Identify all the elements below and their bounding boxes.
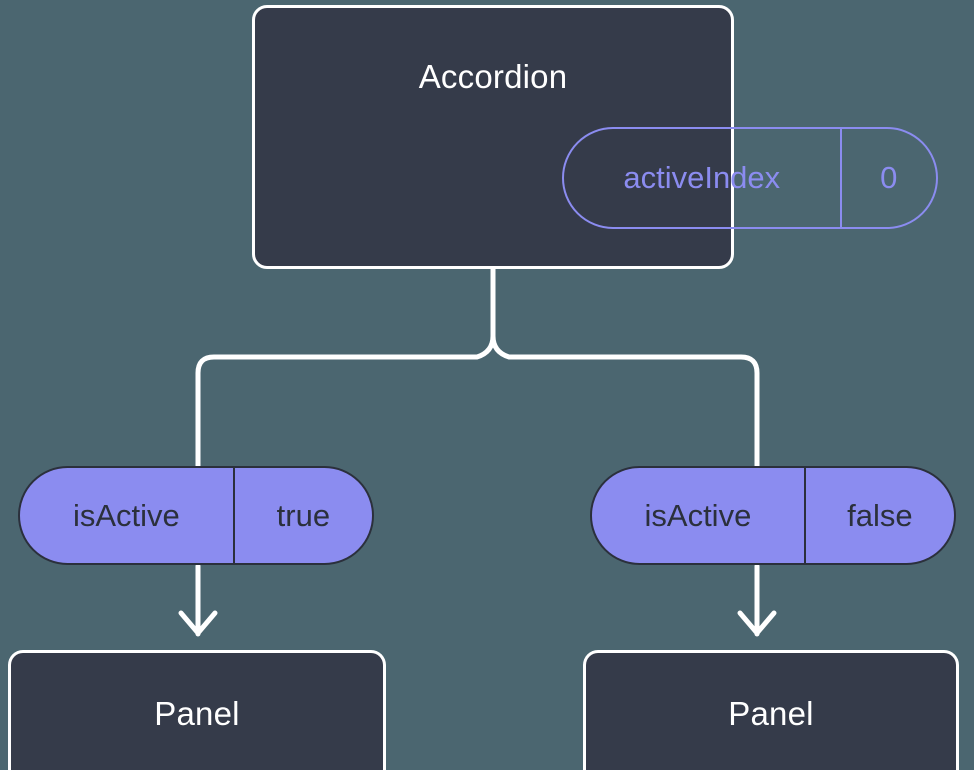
- prop-pill-is-active-false-value: false: [803, 468, 954, 563]
- node-accordion[interactable]: Accordion activeIndex 0: [252, 5, 938, 269]
- node-panel-right[interactable]: Panel: [583, 650, 959, 770]
- prop-pill-is-active-true[interactable]: isActive true: [18, 466, 374, 565]
- prop-pill-is-active-true-key: isActive: [72, 497, 180, 533]
- arrow-head-left-icon: [178, 610, 218, 636]
- connector-branch-right: [490, 333, 760, 469]
- connector-branch-left: [195, 333, 496, 469]
- prop-pill-active-index-key: activeIndex: [623, 160, 781, 195]
- node-panel-right-title: Panel: [728, 695, 814, 732]
- arrow-head-right-icon: [737, 610, 777, 636]
- prop-pill-is-active-false-key: isActive: [644, 497, 752, 533]
- prop-pill-active-index[interactable]: activeIndex 0: [562, 127, 938, 229]
- prop-pill-active-index-value: 0: [839, 129, 936, 227]
- prop-pill-is-active-true-value: true: [232, 468, 372, 563]
- prop-pill-is-active-false[interactable]: isActive false: [590, 466, 956, 565]
- node-panel-left-title: Panel: [154, 695, 240, 732]
- node-accordion-title: Accordion: [418, 58, 568, 95]
- node-panel-left[interactable]: Panel: [8, 650, 386, 770]
